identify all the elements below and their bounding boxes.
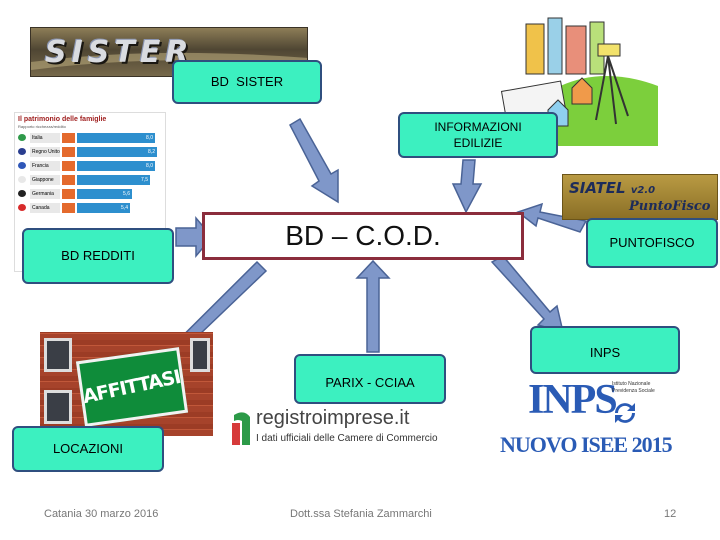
node-puntofisco-label: PUNTOFISCO (609, 235, 695, 251)
node-bd-redditi-label: BD REDDITI (61, 248, 135, 264)
node-inps: INPS (530, 326, 680, 374)
table-country: Germania (30, 189, 60, 199)
siatel-name: SIATEL (569, 179, 626, 197)
table-value-bar: 8,0 (77, 161, 155, 171)
node-bd-redditi: BD REDDITI (22, 228, 174, 284)
flag-icon (18, 176, 26, 183)
node-edilizie-line2: EDILIZIE (453, 136, 503, 150)
table-subtitle: Rapporto ricchezza/reddito (18, 124, 66, 129)
sister-logo-text: SISTER (45, 35, 194, 70)
table-value-bar: 8,0 (77, 133, 155, 143)
table-value-bar: 5,6 (77, 189, 132, 199)
node-bd-sister-label: BD SISTER (210, 74, 284, 90)
table-row: Canada 5,4 (18, 202, 162, 214)
affittasi-photo: AFFITTASI (40, 332, 213, 436)
arrow-sister-to-center (289, 117, 339, 204)
flag-icon (18, 204, 26, 211)
table-row: Regno Unito 8,2 (18, 146, 162, 158)
center-node-bd-cod: BD – C.O.D. (202, 212, 524, 260)
table-row: Italia 8,0 (18, 132, 162, 144)
registroimprese-tagline: I dati ufficiali delle Camere di Commerc… (256, 433, 438, 444)
arrow-center-to-parix (355, 259, 391, 353)
inps-logo-text: INPS (528, 377, 618, 423)
table-cell-orange (62, 189, 75, 199)
table-country: Giappone (30, 175, 60, 185)
table-country: Italia (30, 133, 60, 143)
node-edilizie-line1: INFORMAZIONI (434, 119, 522, 134)
arrow-center-to-inps (490, 255, 565, 334)
footer-date: Catania 30 marzo 2016 (44, 508, 159, 520)
table-cell-orange (62, 133, 75, 143)
registroimprese-name: registroimprese.it (256, 407, 410, 429)
siatel-version: v2.0 (630, 185, 656, 196)
table-country: Regno Unito (30, 147, 60, 157)
footer-page-number: 12 (664, 508, 677, 520)
inps-isee-logo: INPS Istituto Nazionale Previdenza Socia… (498, 376, 680, 460)
table-country: Francia (30, 161, 60, 171)
table-value-bar: 7,5 (77, 175, 150, 185)
node-informazioni-edilizie: INFORMAZIONI EDILIZIE (398, 112, 558, 158)
table-value-bar: 8,2 (77, 147, 157, 157)
node-parix-label: PARIX - CCIAA (325, 375, 415, 391)
arrow-puntofisco-to-center (516, 202, 588, 233)
flag-icon (18, 162, 26, 169)
table-value-bar: 5,4 (77, 203, 130, 213)
node-puntofisco: PUNTOFISCO (586, 218, 718, 268)
inps-logo-subtitle: Istituto Nazionale Previdenza Sociale (612, 381, 655, 394)
node-locazioni-label: LOCAZIONI (52, 441, 124, 457)
flag-icon (18, 148, 26, 155)
inps-isee-text: NUOVO ISEE 2015 (500, 432, 673, 457)
affittasi-sign-text: AFFITTASI (81, 365, 183, 409)
table-country: Canada (30, 203, 60, 213)
siatel-puntofisco-logo: SIATEL v2.0 PuntoFisco (562, 174, 718, 220)
table-cell-orange (62, 161, 75, 171)
puntofisco-logo-text: PuntoFisco (629, 199, 711, 214)
inps-recycle-icon (615, 403, 635, 423)
registroimprese-logo: registroimprese.it I dati ufficiali dell… (230, 405, 466, 449)
node-bd-sister: BD SISTER (172, 60, 322, 104)
table-row: Francia 8,0 (18, 160, 162, 172)
flag-icon (18, 190, 26, 197)
table-row: Giappone 7,5 (18, 174, 162, 186)
node-inps-label: INPS (589, 345, 621, 361)
table-cell-orange (62, 175, 75, 185)
footer-author: Dott.ssa Stefania Zammarchi (290, 508, 432, 520)
table-cell-orange (62, 147, 75, 157)
node-parix-cciaa: PARIX - CCIAA (294, 354, 446, 404)
flag-icon (18, 134, 26, 141)
node-locazioni: LOCAZIONI (12, 426, 164, 472)
table-cell-orange (62, 203, 75, 213)
arrow-edilizie-to-center (451, 159, 483, 214)
table-title: Il patrimonio delle famiglie (18, 116, 107, 123)
table-row: Germania 5,6 (18, 188, 162, 200)
